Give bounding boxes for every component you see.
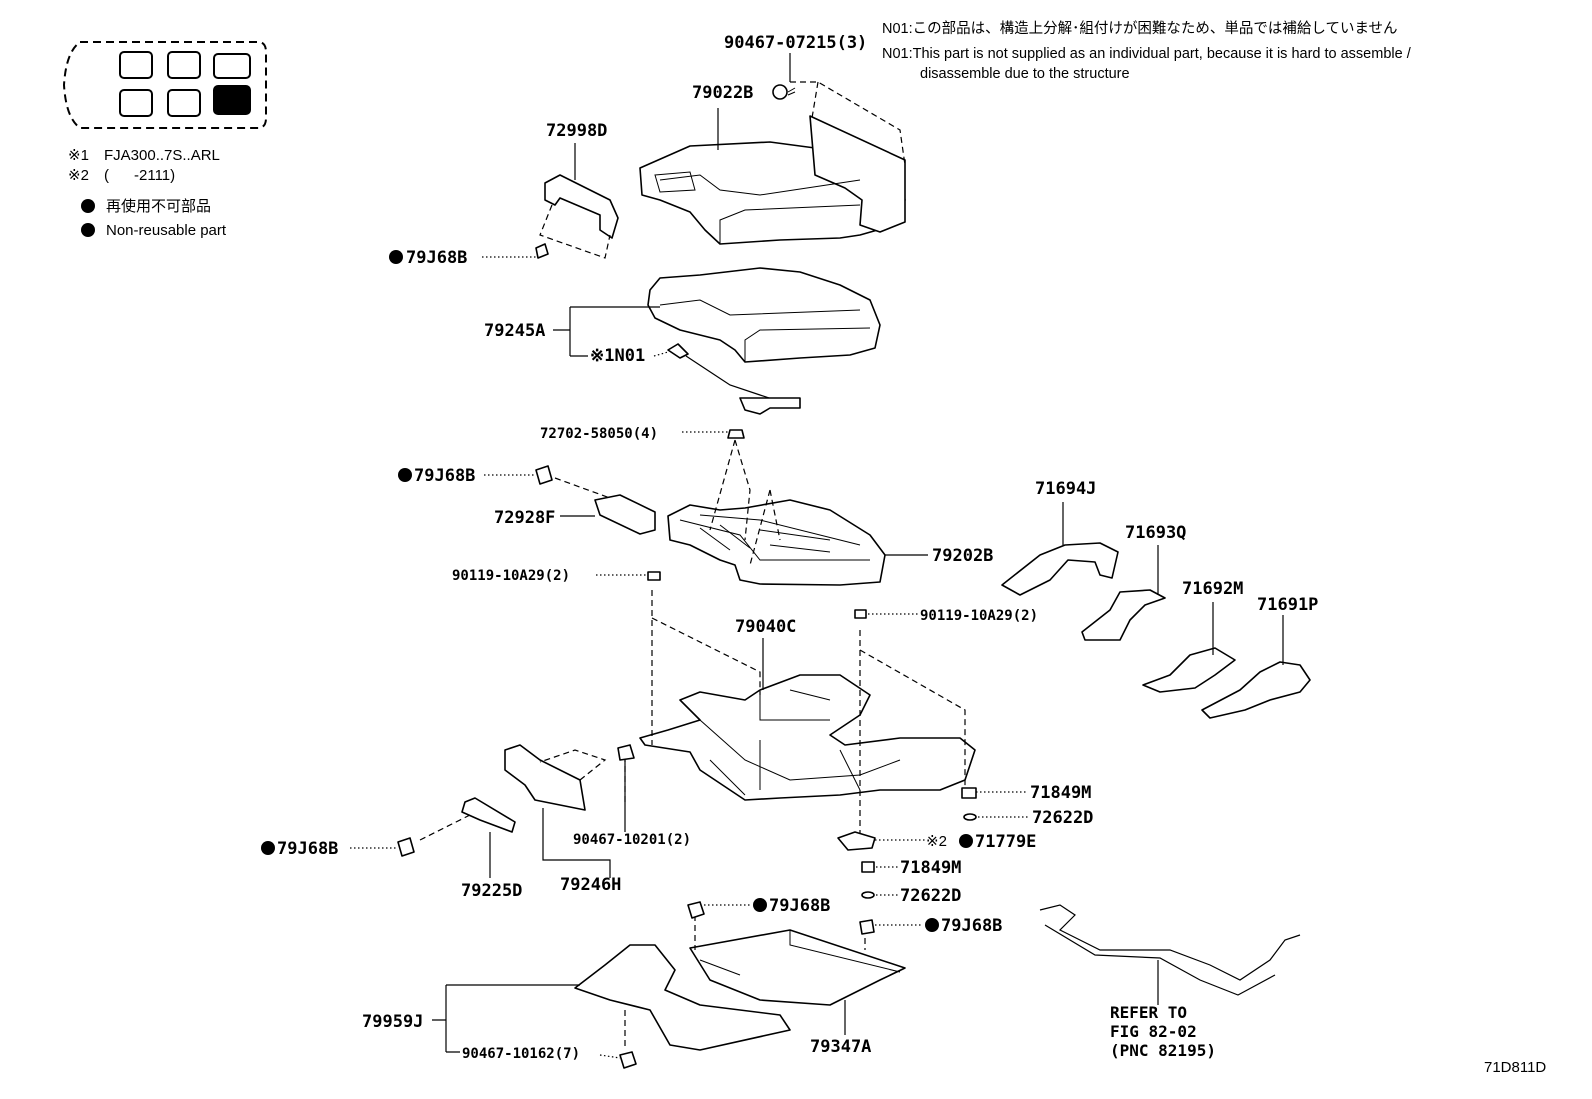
refer-text-line1: REFER TO — [1110, 1003, 1187, 1022]
nonreusable-dot-icon — [925, 918, 939, 932]
side-cover-71693q-drawing — [1081, 589, 1166, 641]
part-label: 79347A — [810, 1037, 871, 1057]
under-cover-79959j-drawing — [574, 944, 791, 1051]
clip-icon — [619, 1051, 637, 1069]
part-label: 79959J — [362, 1012, 423, 1032]
nonreusable-dot-icon — [959, 834, 973, 848]
nonreusable-dot-icon — [389, 250, 403, 264]
bracket-71779e-drawing — [837, 831, 876, 851]
condition-1-text: FJA300..7S..ARL — [104, 147, 220, 164]
clip-icon — [535, 465, 553, 485]
part-label: 71849M — [1030, 783, 1091, 803]
part-label: 71692M — [1182, 579, 1243, 599]
clip-icon — [397, 837, 415, 857]
part-label: 79J68B — [406, 248, 467, 268]
part-label: 71693Q — [1125, 523, 1186, 543]
part-label: 72622D — [900, 886, 961, 906]
condition-2-mark-ref: ※2 — [926, 833, 947, 850]
part-label: 79022B — [692, 83, 753, 103]
nonreusable-dot-icon — [81, 199, 95, 213]
note-n01-en-line1: N01:This part is not supplied as an indi… — [882, 46, 1412, 62]
nonreusable-dot-icon — [81, 223, 95, 237]
seat-track-frame-drawing — [639, 674, 976, 801]
nonreusable-label-en: Non-reusable part — [106, 222, 227, 239]
part-label: 71691P — [1257, 595, 1318, 615]
part-label: 71779E — [975, 832, 1036, 852]
note-n01-en-line2: disassemble due to the structure — [920, 66, 1130, 82]
seat-box-1 — [119, 51, 153, 79]
side-cover-71692m-drawing — [1142, 647, 1236, 693]
nonreusable-dot-icon — [261, 841, 275, 855]
seat-cushion-frame-drawing — [667, 499, 886, 586]
part-label: 79040C — [735, 617, 796, 637]
nonreusable-dot-icon — [753, 898, 767, 912]
part-label: 72622D — [1032, 808, 1093, 828]
washer-icon — [861, 891, 875, 899]
part-label: 79J68B — [769, 896, 830, 916]
bolt-icon — [647, 571, 661, 581]
part-label: 79J68B — [414, 466, 475, 486]
part-label: 72998D — [546, 121, 607, 141]
hinge-cover-drawing — [544, 174, 619, 239]
refer-text-line2: FIG 82-02 — [1110, 1022, 1197, 1041]
seat-box-highlighted — [213, 85, 251, 115]
part-label: 79245A — [484, 321, 545, 341]
side-cover-71694j-drawing — [1001, 542, 1119, 596]
bracket-drawing — [504, 744, 586, 811]
seat-cushion-cover-drawing — [639, 115, 906, 245]
bolt-icon — [854, 609, 867, 619]
condition-1-mark: ※1 — [68, 147, 89, 164]
part-label: 79J68B — [277, 839, 338, 859]
clip-icon — [859, 919, 875, 935]
seat-cushion-pad-drawing — [647, 267, 881, 363]
part-label: 90467-10201(2) — [573, 832, 691, 848]
clip-icon — [617, 744, 635, 761]
part-label: 72928F — [494, 508, 555, 528]
diagram-id: 71D811D — [1484, 1059, 1546, 1076]
part-label: 90119-10A29(2) — [920, 608, 1038, 624]
bolt-icon — [861, 861, 875, 873]
seat-box-5 — [167, 89, 201, 117]
part-label: 72702-58050(4) — [540, 426, 658, 442]
part-label: 79J68B — [941, 916, 1002, 936]
clip-icon — [687, 901, 705, 919]
part-label: 71849M — [900, 858, 961, 878]
carpet-79347a-drawing — [689, 929, 906, 1006]
frame-cover-drawing — [594, 494, 656, 535]
screw-icon — [535, 243, 549, 259]
washer-icon — [963, 813, 977, 821]
seat-position-legend — [62, 41, 267, 129]
condition-2-text: ( -2111) — [104, 167, 175, 184]
side-cover-71691p-drawing — [1201, 661, 1311, 719]
part-label: 90119-10A29(2) — [452, 568, 570, 584]
part-label: 71694J — [1035, 479, 1096, 499]
refer-text-line3: (PNC 82195) — [1110, 1041, 1216, 1060]
seat-box-2 — [167, 51, 201, 79]
part-label: 79225D — [461, 881, 522, 901]
connector-icon — [667, 343, 689, 359]
part-label: 90467-07215(3) — [724, 33, 867, 53]
part-label: 90467-10162(7) — [462, 1046, 580, 1062]
cover-79225d-drawing — [461, 797, 516, 833]
nonreusable-label-jp: 再使用不可部品 — [106, 198, 211, 215]
screw-icon — [727, 429, 745, 439]
note-n01-jp: N01:この部品は、構造上分解･組付けが困難なため、単品では補給していません — [882, 20, 1398, 37]
seat-box-3 — [213, 53, 251, 79]
nonreusable-dot-icon — [398, 468, 412, 482]
bolt-icon — [961, 787, 977, 799]
seat-box-4 — [119, 89, 153, 117]
part-label: 79202B — [932, 546, 993, 566]
part-label: 79246H — [560, 875, 621, 895]
condition-2-mark: ※2 — [68, 167, 89, 184]
part-label: ※1N01 — [590, 346, 645, 366]
clip-icon — [772, 84, 788, 100]
